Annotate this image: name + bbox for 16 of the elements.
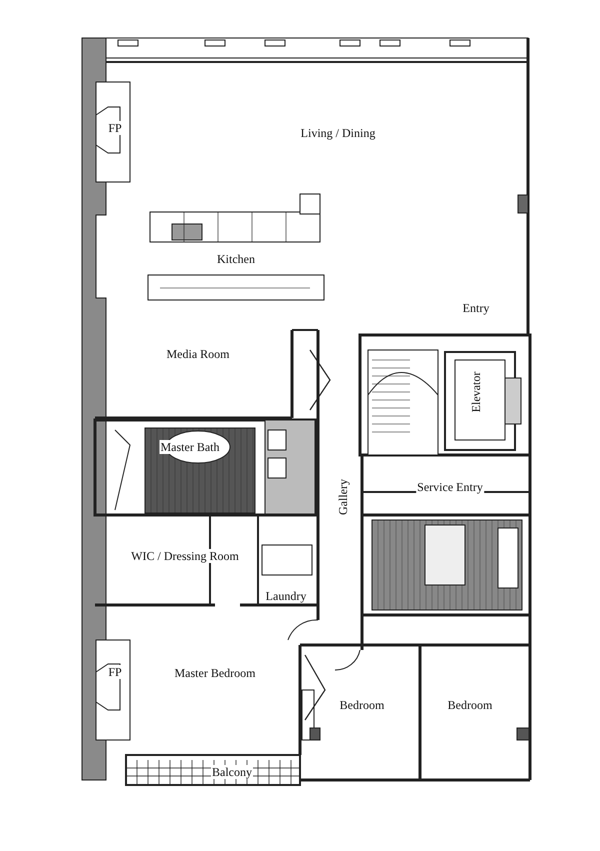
room-label: Balcony bbox=[211, 765, 253, 779]
room-label: Laundry bbox=[264, 589, 308, 603]
room-label: Bedroom bbox=[446, 698, 494, 712]
room-label: FP bbox=[107, 665, 123, 679]
room-label: FP bbox=[107, 121, 123, 135]
room-label: Kitchen bbox=[216, 252, 256, 266]
room-label: Bedroom bbox=[338, 698, 386, 712]
room-label: Gallery bbox=[336, 478, 350, 516]
room-label: Elevator bbox=[469, 370, 483, 414]
room-label: Media Room bbox=[166, 347, 230, 361]
room-label: Living / Dining bbox=[300, 126, 376, 140]
room-label: Service Entry bbox=[416, 480, 484, 494]
room-label: WIC / Dressing Room bbox=[130, 549, 240, 563]
room-label: Master Bath bbox=[160, 440, 220, 454]
room-label: Master Bedroom bbox=[174, 666, 256, 680]
room-label: Entry bbox=[462, 301, 490, 315]
